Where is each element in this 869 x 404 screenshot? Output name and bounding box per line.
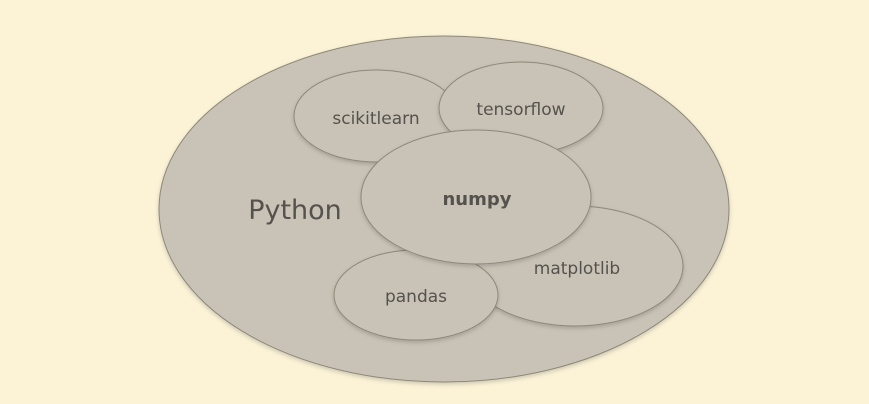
numpy-label: numpy <box>442 189 511 210</box>
python-label: Python <box>248 195 342 226</box>
matplotlib-label: matplotlib <box>534 259 620 279</box>
scikitlearn-label: scikitlearn <box>332 109 419 129</box>
numpy-ellipse <box>360 129 592 265</box>
pandas-label: pandas <box>385 287 447 307</box>
tensorflow-label: tensorflow <box>476 100 565 120</box>
